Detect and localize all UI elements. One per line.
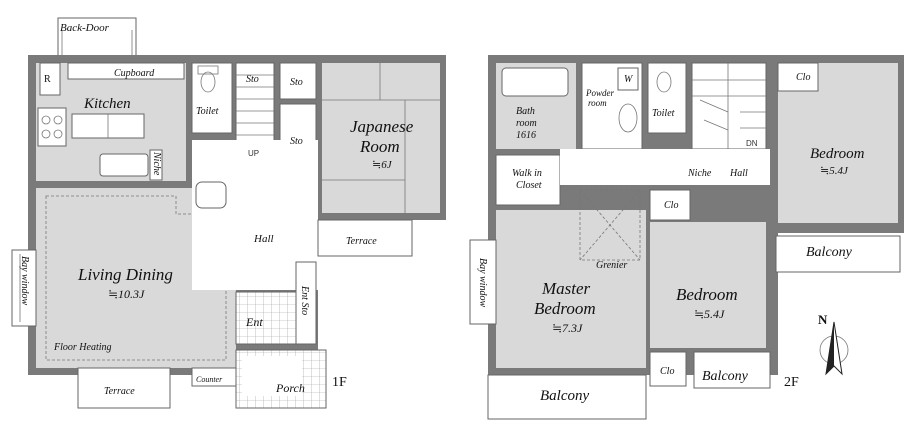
label-bedroom-mid: Bedroom	[676, 285, 738, 304]
label-hall-1f: Hall	[253, 233, 274, 245]
label-master-bedroom: Master	[541, 279, 591, 298]
label-walk-in-closet-2: Closet	[516, 180, 542, 191]
label-clo-right: Clo	[796, 72, 810, 83]
label-toilet-1f: Toilet	[196, 106, 219, 117]
label-balcony-bottom: Balcony	[540, 388, 589, 404]
floor-label-1f: 1F	[332, 375, 347, 390]
compass: N	[818, 312, 849, 376]
label-porch: Porch	[275, 381, 305, 395]
label-bedroom-right: Bedroom	[810, 146, 865, 162]
label-powder-room-2: room	[588, 98, 607, 108]
label-bedroom-right-size: ≒5.4J	[820, 165, 849, 177]
label-japanese-room: Japanese	[350, 117, 414, 136]
label-sto-stairs: Sto	[246, 74, 259, 85]
label-clo-mid: Clo	[664, 200, 678, 211]
label-bathroom-2: room	[516, 118, 537, 129]
label-bay-window-2f: Bay window	[477, 258, 488, 307]
label-japanese-room-2: Room	[359, 137, 400, 156]
floor-1f	[11, 17, 446, 409]
label-master-bedroom-2: Bedroom	[534, 299, 596, 318]
label-floor-heating: Floor Heating	[53, 342, 112, 353]
label-terrace-bottom: Terrace	[104, 386, 135, 397]
label-back-door: Back-Door	[60, 22, 110, 34]
label-ent: Ent	[245, 315, 263, 329]
label-up: UP	[248, 149, 259, 158]
label-walk-in-closet: Walk in	[512, 168, 542, 179]
label-clo-bottom: Clo	[660, 366, 674, 377]
label-terrace-right: Terrace	[346, 236, 377, 247]
label-balcony-mid: Balcony	[702, 369, 749, 384]
label-w: W	[624, 74, 634, 85]
label-hall-2f: Hall	[729, 168, 748, 179]
label-cupboard: Cupboard	[114, 68, 155, 79]
label-sto-right-1: Sto	[290, 77, 303, 88]
label-bathroom-size: 1616	[516, 130, 536, 141]
label-bathroom: Bath	[516, 106, 535, 117]
label-powder-room: Powder	[585, 88, 614, 98]
label-bedroom-mid-size: ≒5.4J	[694, 307, 725, 321]
label-japanese-size: ≒6J	[372, 159, 393, 171]
label-counter: Counter	[196, 375, 223, 384]
label-living-size: ≒10.3J	[108, 287, 145, 301]
label-grenier: Grenier	[596, 260, 627, 271]
label-niche-1f: Niche	[151, 151, 162, 176]
label-balcony-right: Balcony	[806, 245, 853, 260]
label-kitchen: Kitchen	[83, 96, 131, 112]
floor-2f	[469, 55, 904, 420]
label-sto-right-2: Sto	[290, 136, 303, 147]
label-living-dining: Living Dining	[77, 265, 173, 284]
label-master-size: ≒7.3J	[552, 321, 583, 335]
label-r: R	[44, 74, 51, 85]
compass-north-label: N	[818, 312, 828, 327]
floor-label-2f: 2F	[784, 375, 799, 390]
label-niche-2f: Niche	[687, 168, 712, 179]
label-toilet-2f: Toilet	[652, 108, 675, 119]
label-bay-window-1f: Bay window	[19, 256, 30, 305]
label-ent-sto: Ent Sto	[299, 285, 310, 315]
label-dn: DN	[746, 139, 758, 148]
